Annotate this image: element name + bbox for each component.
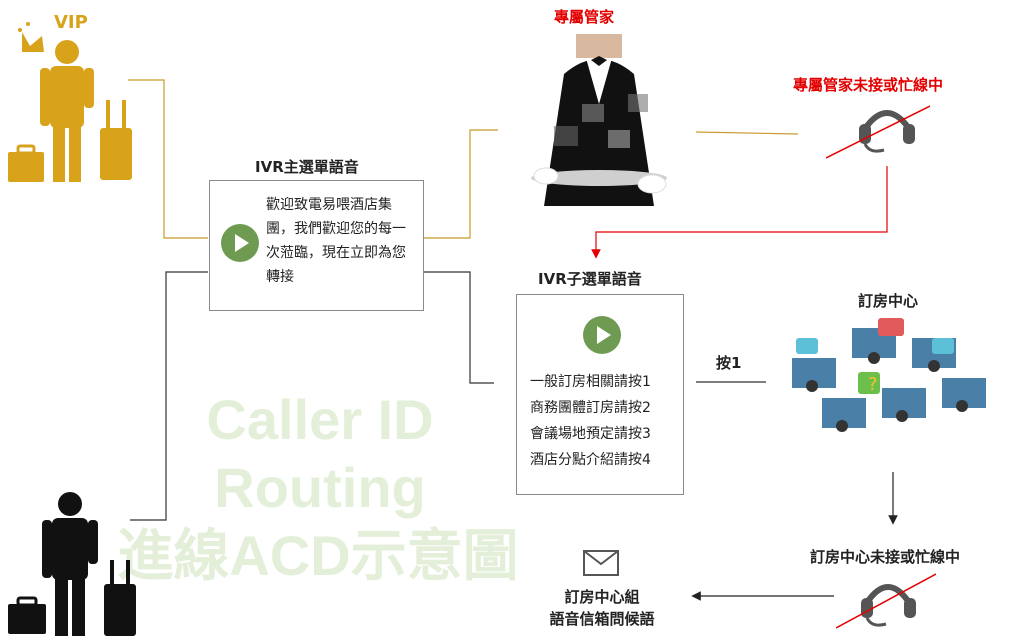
svg-text:?: ? — [868, 374, 878, 395]
butler-busy-headset-icon — [825, 100, 931, 162]
main-menu-text: 歡迎致電易喂酒店集團，我們歡迎您的每一次蒞臨，現在立即為您轉接 — [266, 197, 406, 285]
sub-menu-option: 商務團體訂房請按2 — [530, 400, 651, 416]
sub-menu-option: 一般訂房相關請按1 — [530, 374, 651, 390]
watermark-line-3: 進線ACD示意圖 — [117, 524, 519, 587]
booking-busy-headset-icon — [835, 570, 937, 632]
call-center-agents-image: ? — [782, 318, 1002, 458]
vip-label: VIP — [54, 12, 88, 33]
main-menu-title: IVR主選單語音 — [255, 158, 359, 176]
booking-busy-label: 訂房中心未接或忙線中 — [810, 548, 961, 566]
butler-connector — [424, 129, 498, 239]
vip-connector — [128, 79, 208, 239]
main-menu-play-icon[interactable] — [221, 224, 259, 262]
vip-traveler-icon — [0, 10, 135, 190]
butler-busy-connector — [695, 131, 799, 135]
sub-menu-options: 一般訂房相關請按1 商務團體訂房請按2 會議場地預定請按3 酒店分點介紹請按4 — [530, 369, 676, 473]
booking-center-title: 訂房中心 — [858, 292, 919, 310]
envelope-icon — [583, 550, 619, 576]
main-menu-box — [209, 180, 424, 311]
sub-menu-play-icon[interactable] — [583, 316, 621, 354]
sub-menu-option: 會議場地預定請按3 — [530, 426, 651, 442]
voicemail-line-2: 語音信箱問候語 — [549, 610, 655, 628]
watermark-line-2: Routing — [214, 456, 426, 519]
butler-busy-label: 專屬管家未接或忙線中 — [793, 76, 944, 94]
voicemail-line-1: 訂房中心組 — [564, 588, 640, 606]
watermark-line-1: Caller ID — [206, 388, 434, 451]
sub-menu-title: IVR子選單語音 — [538, 270, 642, 288]
butler-title: 專屬管家 — [554, 8, 615, 26]
busy-to-submenu-connector — [591, 166, 888, 259]
regular-connector — [130, 271, 208, 521]
press-label: 按1 — [716, 354, 742, 372]
regular-traveler-icon — [0, 490, 140, 638]
sub-menu-option: 酒店分點介紹請按4 — [530, 452, 651, 468]
submenu-connector — [424, 271, 494, 384]
butler-image — [524, 34, 674, 206]
